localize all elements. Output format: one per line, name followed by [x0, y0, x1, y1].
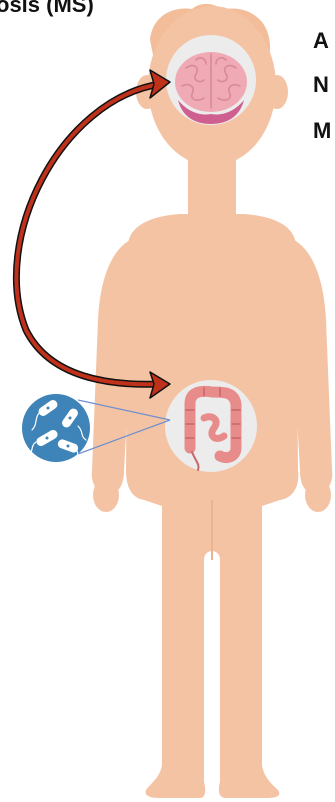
brain-inset	[166, 35, 256, 125]
bacteria-inset	[22, 394, 90, 466]
side-text-line-1: A	[313, 28, 335, 54]
side-text-line-3: M	[313, 118, 335, 144]
intestine-inset	[165, 380, 257, 472]
left-arm	[92, 240, 132, 494]
left-hand	[93, 478, 119, 512]
title-fragment: osis (MS)	[0, 0, 94, 18]
side-text-line-2: N	[313, 72, 335, 98]
right-hand	[305, 478, 331, 512]
right-arm	[292, 240, 332, 494]
neck	[188, 150, 236, 220]
left-foot	[146, 765, 206, 798]
right-foot	[219, 765, 279, 798]
